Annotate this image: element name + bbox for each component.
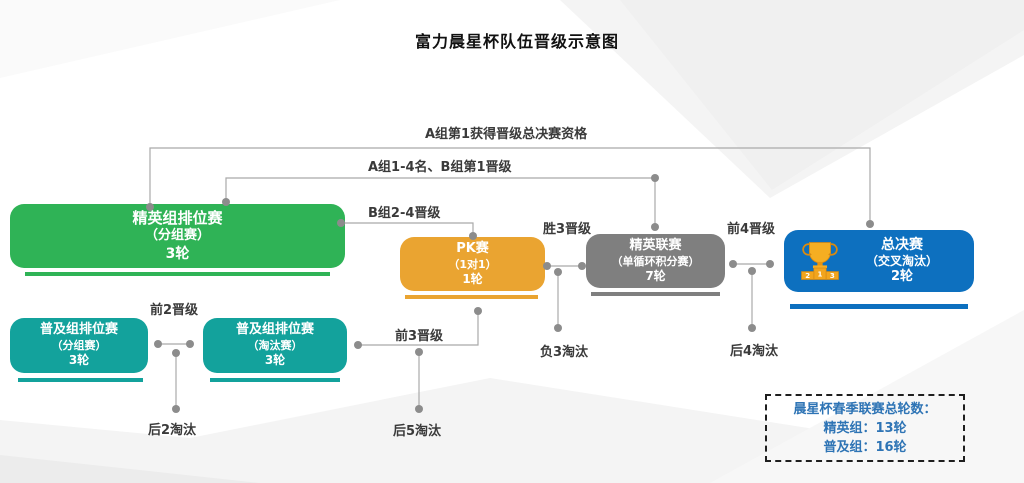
node-elite-qualifier-sub: （分组赛） bbox=[144, 228, 210, 244]
label-top4-up: 前4晋级 bbox=[727, 222, 776, 237]
label-top3-up: 前3晋级 bbox=[395, 329, 444, 344]
underline-pop-knockout bbox=[210, 378, 340, 382]
node-final-name: 总决赛 bbox=[881, 236, 923, 253]
node-pk: PK赛 （1对1） 1轮 bbox=[400, 237, 545, 291]
node-elite-league-rounds: 7轮 bbox=[645, 268, 666, 283]
label-bottom5-out: 后5淘汰 bbox=[393, 424, 442, 439]
season-summary-box: 晨星杯春季联赛总轮数： 精英组：13轮 普及组：16轮 bbox=[765, 394, 965, 462]
underline-elite-qualifier bbox=[25, 272, 330, 276]
node-pop-knockout-name: 普及组排位赛 bbox=[235, 322, 314, 338]
summary-title: 晨星杯春季联赛总轮数： bbox=[793, 401, 937, 417]
node-elite-qualifier-name: 精英组排位赛 bbox=[132, 208, 223, 227]
label-top2-up: 前2晋级 bbox=[150, 303, 199, 318]
node-elite-league: 精英联赛 （单循环积分赛） 7轮 bbox=[586, 234, 725, 288]
node-elite-qualifier-rounds: 3轮 bbox=[165, 246, 190, 263]
node-final-sub: （交叉淘汰） bbox=[865, 253, 938, 268]
underline-pk bbox=[405, 295, 538, 299]
label-win3-up: 胜3晋级 bbox=[543, 222, 592, 237]
label-a14-b1-up: A组1-4名、B组第1晋级 bbox=[368, 160, 512, 175]
trophy-number-1: 1 bbox=[818, 269, 823, 278]
diagram-title: 富力晨星杯队伍晋级示意图 bbox=[414, 32, 619, 51]
node-final-rounds: 2轮 bbox=[890, 269, 914, 285]
summary-elite-rounds: 精英组：13轮 bbox=[823, 420, 907, 436]
label-b24-up: B组2-4晋级 bbox=[368, 206, 441, 221]
node-pop-group-sub: （分组赛） bbox=[51, 339, 107, 352]
node-final: 2 1 3 总决赛 （交叉淘汰） 2轮 bbox=[784, 230, 974, 292]
node-pop-knockout-sub: （淘汰赛） bbox=[247, 339, 303, 352]
node-elite-qualifier: 精英组排位赛 （分组赛） 3轮 bbox=[10, 204, 345, 268]
node-pop-knockout: 普及组排位赛 （淘汰赛） 3轮 bbox=[203, 318, 347, 373]
label-a1-to-final: A组第1获得晋级总决赛资格 bbox=[425, 127, 588, 142]
node-pk-name: PK赛 bbox=[456, 240, 489, 256]
node-elite-league-sub: （单循环积分赛） bbox=[611, 254, 700, 268]
label-lose3-out: 负3淘汰 bbox=[540, 345, 589, 360]
node-pop-group: 普及组排位赛 （分组赛） 3轮 bbox=[10, 318, 148, 373]
node-pk-sub: （1对1） bbox=[448, 257, 497, 271]
node-pop-group-rounds: 3轮 bbox=[68, 353, 90, 368]
trophy-number-2: 2 bbox=[805, 271, 810, 280]
trophy-icon: 2 1 3 bbox=[801, 242, 839, 280]
node-elite-league-name: 精英联赛 bbox=[629, 237, 682, 253]
node-pop-group-name: 普及组排位赛 bbox=[39, 322, 118, 338]
summary-pop-rounds: 普及组：16轮 bbox=[823, 439, 907, 455]
node-pk-rounds: 1轮 bbox=[462, 271, 483, 286]
trophy-number-3: 3 bbox=[830, 271, 835, 280]
label-bottom2-out: 后2淘汰 bbox=[148, 423, 197, 438]
underline-final bbox=[790, 304, 968, 309]
underline-pop-group bbox=[18, 378, 143, 382]
label-bottom4-out: 后4淘汰 bbox=[730, 344, 779, 359]
node-pop-knockout-rounds: 3轮 bbox=[264, 353, 286, 368]
underline-elite-league bbox=[591, 292, 720, 296]
